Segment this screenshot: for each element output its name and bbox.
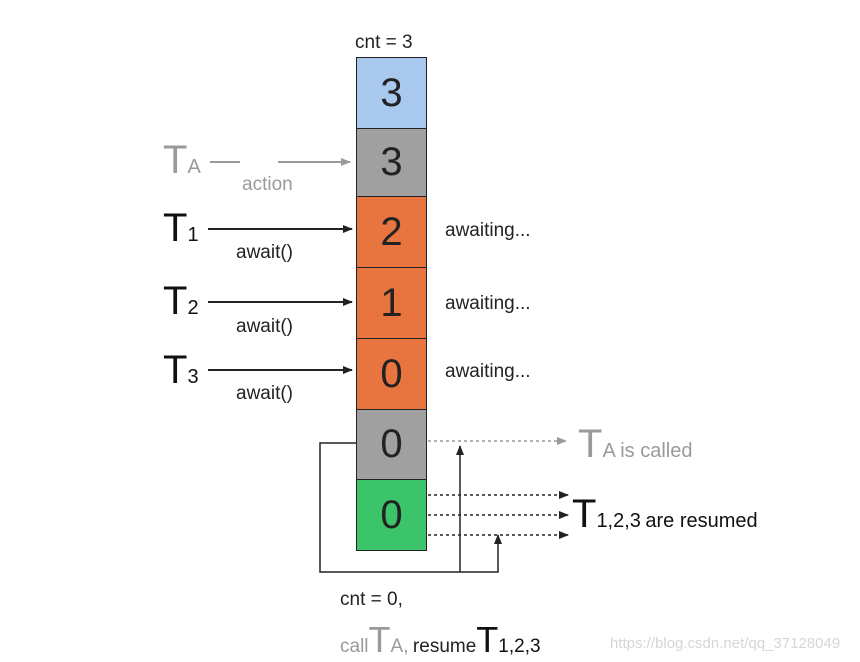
t3-status: awaiting... (445, 361, 531, 382)
t3-sub: 3 (187, 366, 199, 388)
t2-edge-label: await() (236, 316, 294, 337)
bottom-resume-word: resume (412, 636, 477, 657)
cell-1-value: 3 (380, 70, 403, 115)
t1-edge-label: await() (236, 242, 294, 263)
cell-3-value: 2 (380, 209, 403, 254)
cell-6-value: 0 (380, 422, 403, 466)
bottom-ta-letter: T (368, 619, 391, 660)
watermark: https://blog.csdn.net/qq_37128049 (610, 635, 841, 652)
bottom-line-1: cnt = 0, (340, 589, 403, 610)
cell-2: 3 (356, 128, 427, 197)
t2-status: awaiting... (445, 293, 531, 314)
t2-node: T2 (163, 281, 199, 321)
cell-6: 0 (356, 409, 427, 480)
cell-7-value: 0 (380, 492, 403, 537)
t1-letter: T (163, 206, 188, 250)
ta-called-letter: T (578, 422, 603, 466)
bottom-ta-sub: A, (390, 636, 409, 657)
cell-5: 0 (356, 338, 427, 410)
cell-1: 3 (356, 57, 427, 129)
resumed-label: T1,2,3 are resumed (572, 494, 758, 534)
cell-5-value: 0 (380, 351, 403, 396)
ta-called-label: TA is called (578, 424, 693, 464)
t3-edge-label: await() (236, 383, 294, 404)
t1-node: T1 (163, 208, 199, 248)
cell-3: 2 (356, 196, 427, 268)
resumed-sub: 1,2,3 (596, 510, 641, 532)
t3-node: T3 (163, 350, 199, 390)
t1-sub: 1 (187, 224, 199, 246)
feedback-loop-line (319, 442, 502, 573)
t2-sub: 2 (187, 297, 199, 319)
ta-letter: T (163, 138, 188, 182)
ta-called-suffix: is called (620, 440, 693, 462)
resumed-suffix: are resumed (645, 510, 758, 532)
bottom-t-sub: 1,2,3 (498, 636, 541, 657)
ta-called-sub: A (602, 440, 616, 462)
t2-letter: T (163, 279, 188, 323)
ta-sub: A (187, 156, 201, 178)
resumed-letter: T (572, 492, 597, 536)
ta-node: TA (163, 140, 201, 180)
cell-7: 0 (356, 479, 427, 551)
t3-letter: T (163, 348, 188, 392)
top-count-label: cnt = 3 (355, 32, 413, 53)
cell-4-value: 1 (380, 280, 403, 325)
t1-status: awaiting... (445, 220, 531, 241)
bottom-call-word: call (340, 636, 369, 657)
bottom-t-letter: T (476, 619, 499, 660)
bottom-line-2: callTA, resumeT1,2,3 (340, 622, 541, 658)
cell-4: 1 (356, 267, 427, 339)
cell-2-value: 3 (380, 140, 403, 184)
ta-edge-label: action (242, 174, 293, 195)
